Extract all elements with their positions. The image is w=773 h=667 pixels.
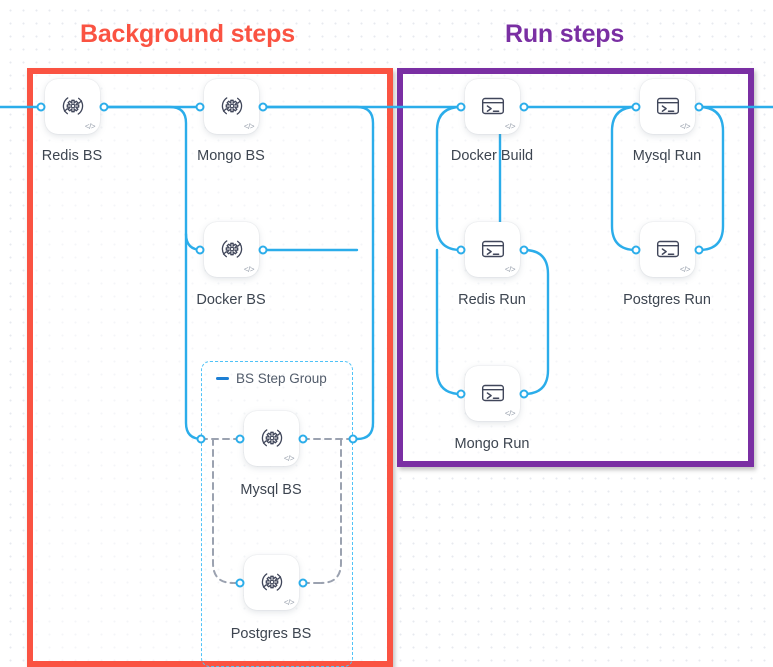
node-docker-bs[interactable]: </> — [204, 222, 259, 277]
code-badge-icon[interactable]: </> — [679, 122, 691, 131]
node-mongo-bs[interactable]: </> — [204, 79, 259, 134]
node-redis-run[interactable]: </> — [465, 222, 520, 277]
terminal-icon — [656, 97, 679, 114]
port-out-postgres-bs[interactable] — [298, 578, 308, 588]
node-label-mysql-run: Mysql Run — [632, 148, 702, 164]
node-mysql-bs[interactable]: </> — [244, 411, 299, 466]
node-label-mongo-bs: Mongo BS — [197, 148, 265, 164]
service-gear-icon — [261, 572, 282, 591]
node-docker-build[interactable]: </> — [465, 79, 520, 134]
step-group-header[interactable]: BS Step Group — [216, 371, 327, 386]
node-label-redis-bs: Redis BS — [41, 148, 103, 164]
terminal-icon — [481, 97, 504, 114]
port-in-mongo-run[interactable] — [456, 389, 466, 399]
port-group-in[interactable] — [196, 434, 206, 444]
port-group-out[interactable] — [348, 434, 358, 444]
port-out-postgres-run[interactable] — [694, 245, 704, 255]
port-in-postgres-bs[interactable] — [235, 578, 245, 588]
section-title-background-steps: Background steps — [80, 20, 295, 48]
node-postgres-run[interactable]: </> — [640, 222, 695, 277]
code-badge-icon[interactable]: </> — [283, 598, 295, 607]
port-in-redis-run[interactable] — [456, 245, 466, 255]
step-group-bs[interactable]: BS Step Group — [201, 361, 353, 667]
node-label-docker-build: Docker Build — [450, 148, 534, 164]
port-out-mongo-run[interactable] — [519, 389, 529, 399]
node-mongo-run[interactable]: </> — [465, 366, 520, 421]
code-badge-icon[interactable]: </> — [504, 409, 516, 418]
terminal-icon — [481, 240, 504, 257]
step-group-label: BS Step Group — [236, 371, 327, 386]
node-label-postgres-run: Postgres Run — [623, 292, 711, 308]
port-in-redis-bs[interactable] — [36, 102, 46, 112]
port-out-mongo-bs[interactable] — [258, 102, 268, 112]
service-gear-icon — [221, 239, 242, 258]
node-label-docker-bs: Docker BS — [196, 292, 266, 308]
node-label-mongo-run: Mongo Run — [454, 436, 530, 452]
node-label-postgres-bs: Postgres BS — [230, 626, 312, 642]
node-label-mysql-bs: Mysql BS — [240, 482, 302, 498]
port-in-docker-build[interactable] — [456, 102, 466, 112]
port-out-mysql-run[interactable] — [694, 102, 704, 112]
port-out-redis-run[interactable] — [519, 245, 529, 255]
minus-icon[interactable] — [216, 377, 229, 380]
port-in-mongo-bs[interactable] — [195, 102, 205, 112]
port-in-postgres-run[interactable] — [631, 245, 641, 255]
node-label-redis-run: Redis Run — [458, 292, 526, 308]
service-gear-icon — [261, 428, 282, 447]
port-out-docker-bs[interactable] — [258, 245, 268, 255]
port-out-redis-bs[interactable] — [99, 102, 109, 112]
port-out-docker-build[interactable] — [519, 102, 529, 112]
port-in-mysql-run[interactable] — [631, 102, 641, 112]
service-gear-icon — [62, 96, 83, 115]
port-out-mysql-bs[interactable] — [298, 434, 308, 444]
node-mysql-run[interactable]: </> — [640, 79, 695, 134]
node-postgres-bs[interactable]: </> — [244, 555, 299, 610]
code-badge-icon[interactable]: </> — [679, 265, 691, 274]
section-box-run-steps — [397, 68, 754, 467]
service-gear-icon — [221, 96, 242, 115]
node-redis-bs[interactable]: </> — [45, 79, 100, 134]
code-badge-icon[interactable]: </> — [504, 122, 516, 131]
section-title-run-steps: Run steps — [505, 20, 625, 48]
code-badge-icon[interactable]: </> — [243, 122, 255, 131]
code-badge-icon[interactable]: </> — [84, 122, 96, 131]
code-badge-icon[interactable]: </> — [243, 265, 255, 274]
port-in-mysql-bs[interactable] — [235, 434, 245, 444]
code-badge-icon[interactable]: </> — [504, 265, 516, 274]
terminal-icon — [481, 384, 504, 401]
terminal-icon — [656, 240, 679, 257]
port-in-docker-bs[interactable] — [195, 245, 205, 255]
code-badge-icon[interactable]: </> — [283, 454, 295, 463]
